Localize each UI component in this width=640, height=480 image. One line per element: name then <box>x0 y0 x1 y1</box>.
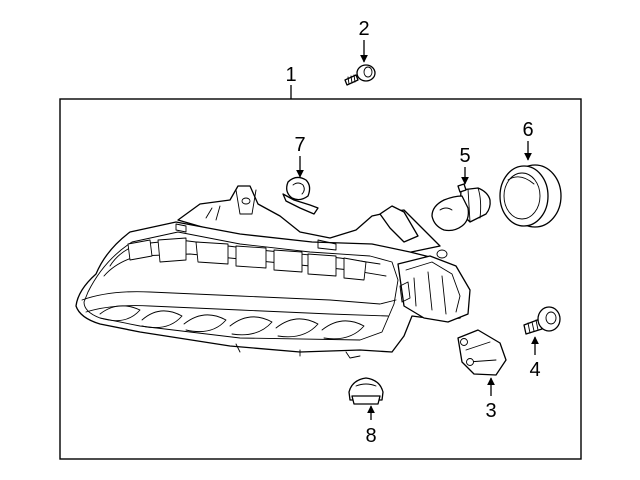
bolt-part-4[interactable] <box>523 306 561 335</box>
callout-8-label: 8 <box>365 425 376 447</box>
headlamp-housing[interactable] <box>75 185 471 359</box>
callout-5[interactable]: 5 <box>459 145 471 185</box>
seal-part-6[interactable] <box>499 164 562 228</box>
led-slots <box>127 223 367 281</box>
callout-1-label: 1 <box>285 64 296 86</box>
socket-cover-part-3[interactable] <box>457 329 507 376</box>
callout-3-label: 3 <box>485 400 496 422</box>
callout-5-label: 5 <box>459 145 470 167</box>
callout-7[interactable]: 7 <box>294 134 306 178</box>
socket-part-8[interactable] <box>348 377 384 405</box>
callout-2[interactable]: 2 <box>358 18 370 63</box>
callout-6[interactable]: 6 <box>522 119 534 161</box>
callout-4-label: 4 <box>529 359 540 381</box>
callout-1[interactable]: 1 <box>285 64 297 99</box>
callout-7-label: 7 <box>294 134 305 156</box>
callout-4[interactable]: 4 <box>529 336 541 381</box>
callout-2-label: 2 <box>358 18 369 40</box>
clip-part-7[interactable] <box>282 176 319 215</box>
callout-3[interactable]: 3 <box>485 377 497 422</box>
screw-part-2[interactable] <box>344 64 376 86</box>
callout-8[interactable]: 8 <box>365 405 377 447</box>
assembly-frame <box>59 98 582 460</box>
lens-segments <box>99 305 365 340</box>
bulb-part-5[interactable] <box>431 183 491 232</box>
callout-6-label: 6 <box>522 119 533 141</box>
